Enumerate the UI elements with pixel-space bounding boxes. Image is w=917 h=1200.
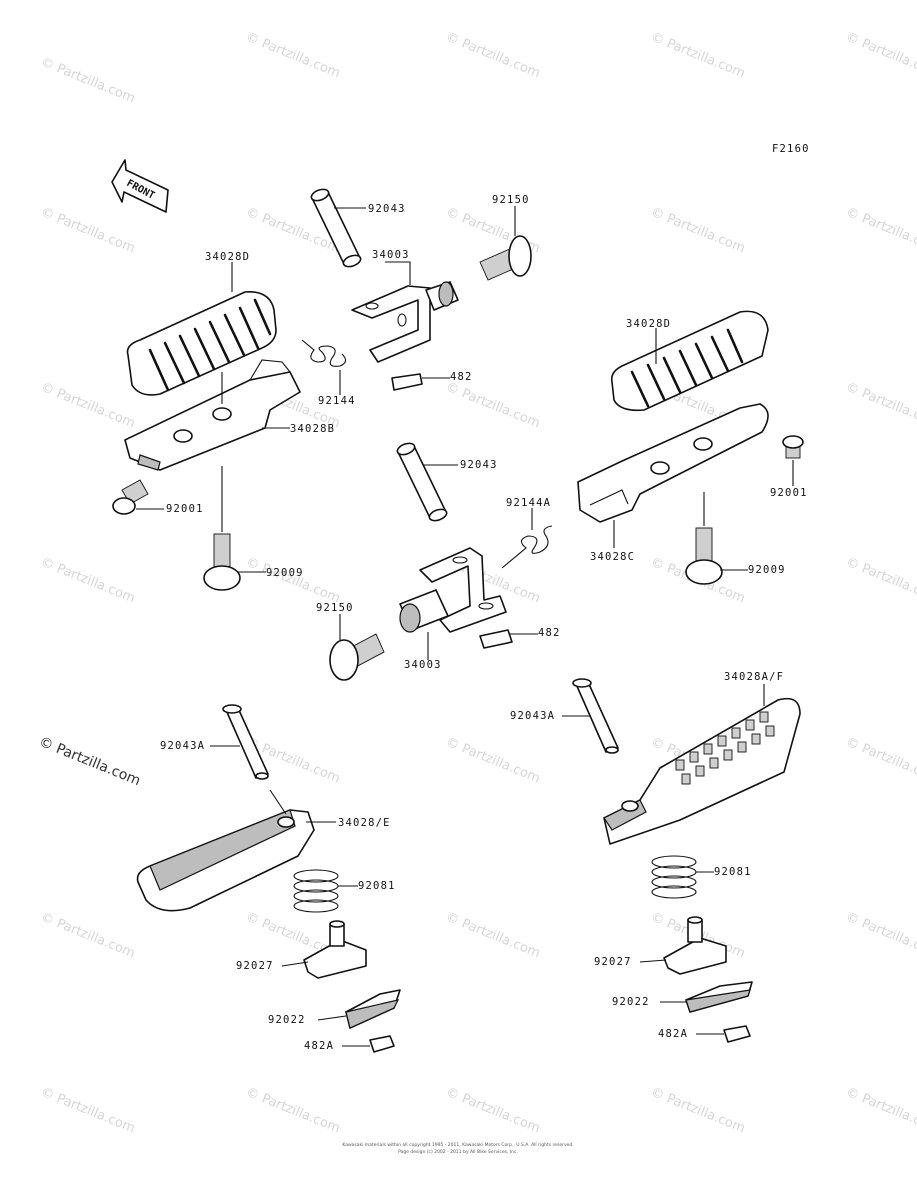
label-92001-right: 92001 xyxy=(770,487,808,499)
label-482-mid: 482 xyxy=(538,627,561,639)
step-34028E-icon xyxy=(136,809,315,912)
bolt-92001-left-icon xyxy=(112,479,149,515)
step-34028AF-icon xyxy=(603,697,801,845)
watermark: © Partzilla.com xyxy=(39,55,138,106)
label-92043A-left: 92043A xyxy=(160,740,205,752)
leader-line xyxy=(639,959,667,963)
label-92009-right: 92009 xyxy=(748,564,786,576)
figure-code: F2160 xyxy=(772,143,810,155)
label-92144: 92144 xyxy=(318,395,356,407)
spring-92144-icon xyxy=(301,339,347,367)
watermark: © Partzilla.com xyxy=(844,910,917,961)
pin-92043-top-icon xyxy=(310,188,362,268)
step-34028C-icon xyxy=(577,403,769,523)
label-92144A: 92144A xyxy=(506,497,551,509)
leader-line xyxy=(385,261,411,285)
watermark: © Partzilla.com xyxy=(444,1085,543,1136)
label-34028D-left: 34028D xyxy=(205,251,250,263)
bolt-92009-left-icon xyxy=(203,533,241,591)
footer-copyright-line2: Page design (c) 2002 - 2011 by All Bike … xyxy=(398,1149,518,1155)
rubber-34028D-right-icon xyxy=(610,310,769,412)
watermark: © Partzilla.com xyxy=(649,205,748,256)
bolt-92009-right-icon xyxy=(685,527,723,585)
footer-copyright-line1: Kawasaki materials within all copyright … xyxy=(342,1142,573,1148)
watermark: © Partzilla.com xyxy=(844,205,917,256)
pin-92043A-left-icon xyxy=(222,704,269,780)
bolt-92150-mid-icon xyxy=(329,633,385,681)
washer-482A-left-icon xyxy=(369,1035,395,1053)
spring-92081-left-icon xyxy=(293,869,339,913)
pin-92043-mid-icon xyxy=(396,442,448,522)
label-34028D-right: 34028D xyxy=(626,318,671,330)
watermark: © Partzilla.com xyxy=(444,910,543,961)
front-arrow-icon: FRONT xyxy=(111,159,169,213)
leader-line xyxy=(317,1015,347,1021)
watermark: © Partzilla.com xyxy=(39,910,138,961)
watermark: © Partzilla.com xyxy=(844,555,917,606)
cap-92027-left-icon xyxy=(303,920,367,979)
leader-line xyxy=(269,789,287,815)
label-34003-top: 34003 xyxy=(372,249,410,261)
washer-482-mid-icon xyxy=(479,629,513,649)
watermark: © Partzilla.com xyxy=(244,555,343,606)
cap-92027-right-icon xyxy=(663,916,727,975)
label-482A-left: 482A xyxy=(304,1040,334,1052)
washer-482A-right-icon xyxy=(723,1025,751,1043)
label-34028AF: 34028A/F xyxy=(724,671,784,683)
washer-482-top-icon xyxy=(391,373,423,391)
label-92043-mid: 92043 xyxy=(460,459,498,471)
label-92081-left: 92081 xyxy=(358,880,396,892)
watermark: © Partzilla.com xyxy=(39,1085,138,1136)
watermark: © Partzilla.com xyxy=(444,380,543,431)
label-92081-right: 92081 xyxy=(714,866,752,878)
bracket-34003-top-icon xyxy=(351,281,459,363)
watermark: © Partzilla.com xyxy=(649,1085,748,1136)
watermark: © Partzilla.com xyxy=(844,30,917,81)
watermark: © Partzilla.com xyxy=(244,1085,343,1136)
spring-92081-right-icon xyxy=(651,855,697,899)
rubber-34028D-left-icon xyxy=(126,291,277,396)
label-92027-right: 92027 xyxy=(594,956,632,968)
label-92043-top: 92043 xyxy=(368,203,406,215)
bolt-92150-top-icon xyxy=(479,235,532,281)
label-34028E: 34028/E xyxy=(338,817,391,829)
label-482-top: 482 xyxy=(450,371,473,383)
leader-line xyxy=(281,961,309,967)
label-92022-left: 92022 xyxy=(268,1014,306,1026)
watermark: © Partzilla.com xyxy=(39,555,138,606)
label-92150-mid: 92150 xyxy=(316,602,354,614)
watermark: © Partzilla.com xyxy=(844,380,917,431)
watermark-prominent: © Partzilla.com xyxy=(37,734,143,789)
label-34028B: 34028B xyxy=(290,423,335,435)
spring-92144A-icon xyxy=(501,525,553,569)
watermark: © Partzilla.com xyxy=(444,735,543,786)
label-34028C: 34028C xyxy=(590,551,635,563)
label-92022-right: 92022 xyxy=(612,996,650,1008)
plate-92022-right-icon xyxy=(685,981,753,1013)
label-92009-left: 92009 xyxy=(266,567,304,579)
label-482A-right: 482A xyxy=(658,1028,688,1040)
label-92001-left: 92001 xyxy=(166,503,204,515)
watermark: © Partzilla.com xyxy=(649,30,748,81)
label-92150-top: 92150 xyxy=(492,194,530,206)
watermark: © Partzilla.com xyxy=(844,1085,917,1136)
step-34028B-icon xyxy=(124,359,301,471)
watermark: © Partzilla.com xyxy=(844,735,917,786)
watermark: © Partzilla.com xyxy=(39,380,138,431)
pin-92043A-right-icon xyxy=(572,678,619,754)
bolt-92001-right-icon xyxy=(782,435,804,459)
label-34003-mid: 34003 xyxy=(404,659,442,671)
watermark: © Partzilla.com xyxy=(39,205,138,256)
plate-92022-left-icon xyxy=(345,989,401,1029)
label-92043A-right: 92043A xyxy=(510,710,555,722)
label-92027-left: 92027 xyxy=(236,960,274,972)
watermark: © Partzilla.com xyxy=(244,30,343,81)
watermark: © Partzilla.com xyxy=(444,30,543,81)
bracket-34003-mid-icon xyxy=(399,547,507,633)
